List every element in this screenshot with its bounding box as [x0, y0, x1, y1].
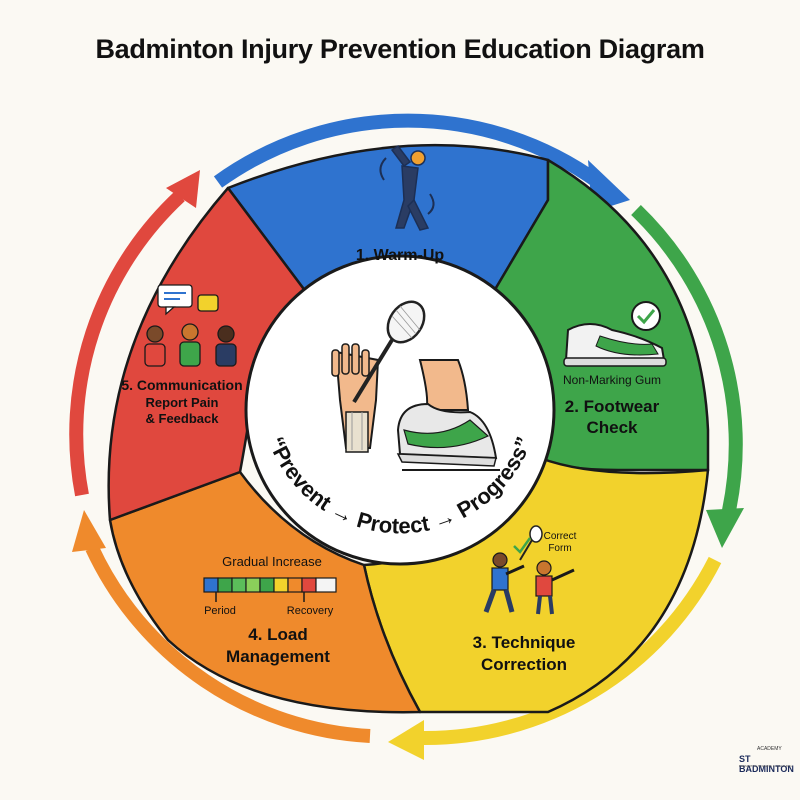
technique-note-line1: Correct: [544, 531, 577, 542]
arrowhead-red: [166, 170, 200, 208]
segments: [107, 143, 710, 714]
academy-logo: ACADEMY ST BADMINTON BADMINTON TRAINING …: [735, 742, 795, 774]
page-title: Badminton Injury Prevention Education Di…: [95, 34, 705, 64]
hand-racket-icon: [331, 300, 426, 453]
ring-arrow-red: [69, 190, 185, 497]
coach-student-icon: [483, 525, 575, 615]
ring-arrow-green: [631, 204, 743, 517]
step-4-label-line1: 4. Load: [248, 625, 308, 644]
logo-line1: ACADEMY: [757, 746, 782, 752]
step-2-label-line1: 2. Footwear: [565, 397, 660, 416]
ring-arrow-orange: [85, 545, 371, 743]
ankle-shoe-icon: [396, 359, 500, 471]
load-scale-icon: [203, 577, 337, 602]
footwear-note: Non-Marking Gum: [563, 373, 661, 387]
step-3-label-line2: Correction: [481, 655, 567, 674]
load-note: Gradual Increase: [222, 554, 322, 569]
arrowhead-yellow: [388, 720, 424, 760]
logo-line2: ST BADMINTON: [739, 754, 794, 774]
step-5-label-line3: & Feedback: [146, 411, 220, 426]
step-3-label-line1: 3. Technique: [473, 633, 576, 652]
step-4-label-line2: Management: [226, 647, 330, 666]
center-circle: [244, 254, 556, 566]
team-chat-icon: [144, 284, 237, 367]
step-5-label-line1: 5. Communication: [121, 377, 242, 393]
ring-arrow-blue: [213, 113, 603, 188]
arrowhead-green: [706, 508, 744, 548]
load-scale-right: Recovery: [287, 605, 334, 617]
logo-line3: BADMINTON TRAINING & COACHING: [739, 764, 792, 768]
court-shoe-icon: [563, 301, 667, 367]
step-2-label-line2: Check: [586, 418, 638, 437]
technique-note-line2: Form: [548, 543, 571, 554]
outer-ring-arrows: [69, 113, 744, 760]
load-scale-left: Period: [204, 605, 236, 617]
step-1-label: 1. Warm-Up: [356, 247, 445, 264]
stretching-person-icon: [379, 144, 435, 231]
step-5-label-line2: Report Pain: [146, 395, 219, 410]
ring-arrow-yellow: [419, 556, 722, 746]
arrowhead-orange: [72, 510, 106, 552]
